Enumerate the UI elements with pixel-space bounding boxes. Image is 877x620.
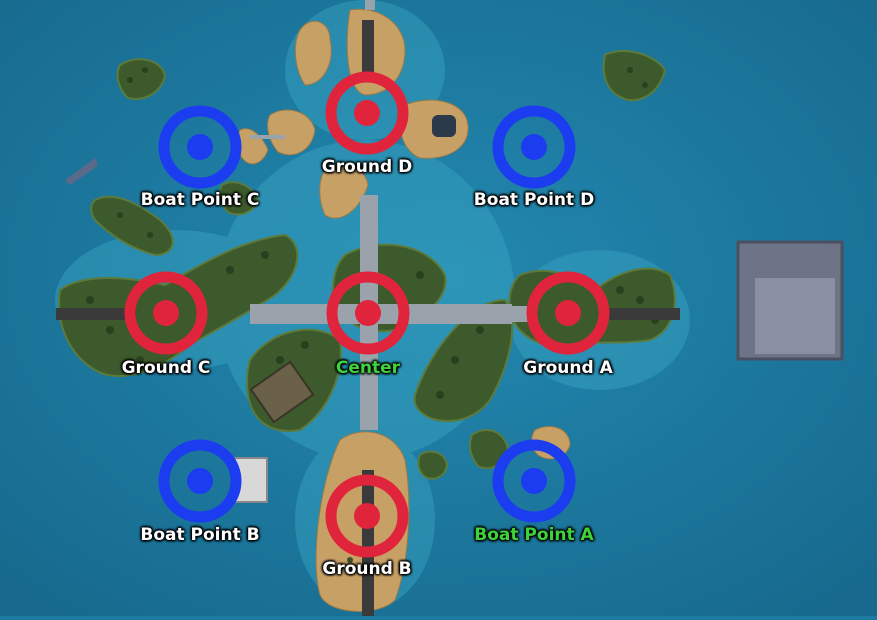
- marker-ring: [158, 105, 242, 189]
- island-north-west: [294, 20, 332, 86]
- marker-dot: [555, 300, 581, 326]
- label-boat-point-a[interactable]: Boat Point A: [474, 525, 594, 545]
- marker-ring: [325, 71, 409, 155]
- boat-marker-boat-point-b[interactable]: [158, 439, 242, 523]
- marker-ring: [492, 439, 576, 523]
- boat-marker-boat-point-a[interactable]: [492, 439, 576, 523]
- marker-ring: [526, 271, 610, 355]
- marker-ring: [124, 271, 208, 355]
- island-west-upper: [90, 195, 174, 257]
- label-ground-a[interactable]: Ground A: [523, 358, 613, 378]
- ground-marker-center[interactable]: [326, 271, 410, 355]
- label-boat-point-c[interactable]: Boat Point C: [140, 190, 260, 210]
- ship: [65, 158, 98, 185]
- marker-dot: [355, 300, 381, 326]
- marker-ring: [325, 474, 409, 558]
- label-ground-c[interactable]: Ground C: [121, 358, 211, 378]
- ground-marker-ground-b[interactable]: [325, 474, 409, 558]
- boat-marker-boat-point-c[interactable]: [158, 105, 242, 189]
- crater: [432, 115, 456, 137]
- island-west: [58, 233, 299, 377]
- marker-dot: [521, 134, 547, 160]
- island-mid-north: [319, 164, 369, 219]
- island-rock: [219, 181, 260, 216]
- label-ground-d[interactable]: Ground D: [321, 157, 413, 177]
- building-fort: [249, 360, 315, 424]
- marker-dot: [354, 503, 380, 529]
- island-south-center-small: [417, 450, 449, 480]
- island-center-south-east: [413, 298, 514, 422]
- island-north-west-small: [116, 58, 167, 100]
- island-dock-north: [267, 109, 316, 156]
- marker-dot: [187, 468, 213, 494]
- island-north-east-small: [602, 50, 667, 102]
- marker-dot: [354, 100, 380, 126]
- ground-marker-ground-a[interactable]: [526, 271, 610, 355]
- ground-marker-ground-c[interactable]: [124, 271, 208, 355]
- platform-east-inner: [755, 278, 835, 354]
- label-boat-point-b[interactable]: Boat Point B: [140, 525, 260, 545]
- marker-ring: [492, 105, 576, 189]
- label-ground-b[interactable]: Ground B: [322, 559, 412, 579]
- road-east-west: [250, 304, 512, 324]
- marker-ring: [158, 439, 242, 523]
- boat-marker-boat-point-d[interactable]: [492, 105, 576, 189]
- marker-ring: [326, 271, 410, 355]
- label-center[interactable]: Center: [335, 358, 401, 378]
- marker-dot: [153, 300, 179, 326]
- marker-dot: [187, 134, 213, 160]
- ground-marker-ground-d[interactable]: [325, 71, 409, 155]
- label-boat-point-d[interactable]: Boat Point D: [473, 190, 595, 210]
- marker-dot: [521, 468, 547, 494]
